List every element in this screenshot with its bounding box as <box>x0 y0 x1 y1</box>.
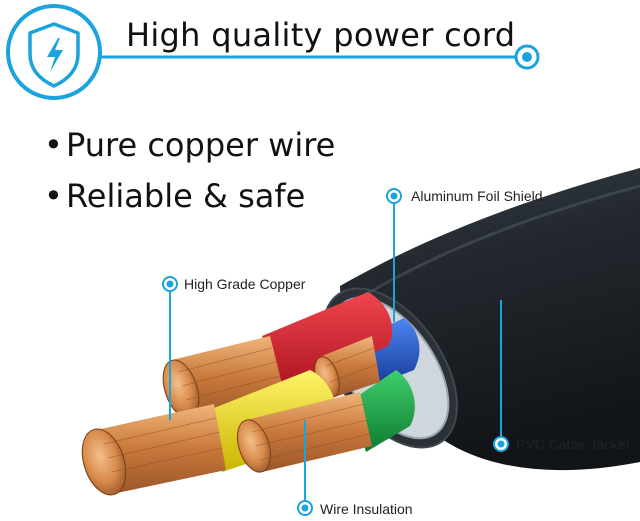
bullet-dot-icon: • <box>44 177 63 215</box>
red-insulation <box>262 292 393 394</box>
label-wire-insulation: Wire Insulation <box>320 501 413 517</box>
copper-strand-lines <box>103 347 379 473</box>
label-high-grade-copper: High Grade Copper <box>184 276 306 292</box>
callout-wire-insulation <box>297 420 313 516</box>
bullet-dot-icon: • <box>44 126 63 164</box>
label-pvc-cable-jacket: PVC Cable Jacket <box>516 436 630 452</box>
callout-aluminum-foil-shield <box>386 188 402 322</box>
label-aluminum-foil-shield: Aluminum Foil Shield <box>411 188 543 204</box>
shield-bolt-icon <box>6 4 102 100</box>
callout-high-grade-copper <box>162 276 178 420</box>
callout-pvc-cable-jacket <box>493 300 509 452</box>
bullet-item: •Pure copper wire <box>44 126 335 164</box>
page-title: High quality power cord <box>126 16 516 54</box>
bullet-text: Pure copper wire <box>66 126 336 164</box>
yellow-conductor-copper <box>81 404 226 496</box>
bullet-text: Reliable & safe <box>66 177 306 215</box>
bullet-item: •Reliable & safe <box>44 177 305 215</box>
green-conductor-copper <box>236 392 372 473</box>
title-end-marker <box>514 44 540 70</box>
